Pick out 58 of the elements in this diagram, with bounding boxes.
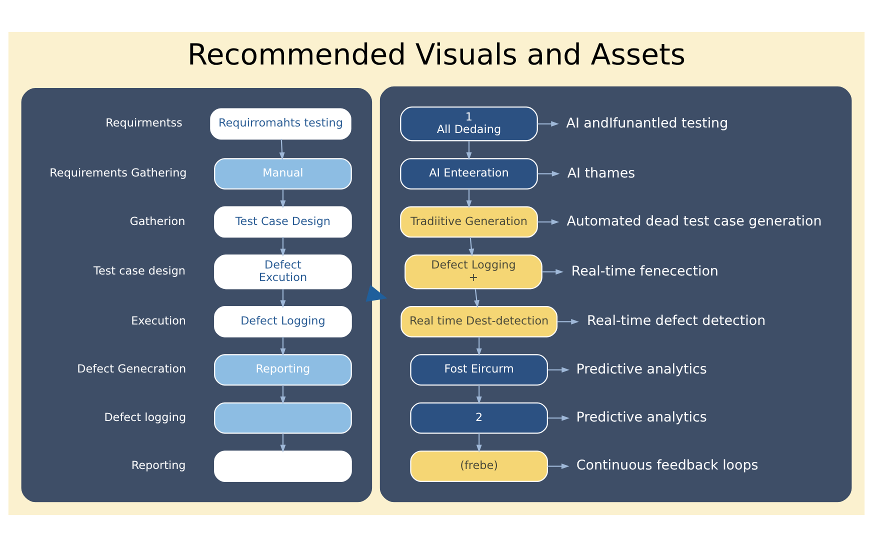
- arrow: [280, 236, 286, 256]
- node-label: Execution: [131, 314, 186, 327]
- arrow: [466, 188, 472, 208]
- arrow: [476, 432, 482, 452]
- node-label: Reporting: [131, 458, 186, 472]
- arrow: [279, 138, 285, 160]
- arrow: [280, 188, 286, 208]
- node-text: Real-time fenecection: [571, 264, 718, 279]
- arrow: [476, 336, 482, 356]
- node-text: Real-time defect detection: [587, 314, 766, 329]
- node-text: AI thames: [567, 166, 636, 181]
- node-text: Predictive analytics: [576, 410, 707, 426]
- node-label: Defect logging: [104, 410, 186, 424]
- node-box: Requirromahts testing: [210, 108, 352, 140]
- cluster: [21, 88, 372, 502]
- arrow: [476, 384, 482, 404]
- node-box: [214, 450, 352, 482]
- node-label: Defect Genecration: [77, 362, 186, 376]
- node-box: Defect Logging: [214, 306, 352, 337]
- node-box: 1 All Dedaing: [400, 106, 538, 141]
- arrow: [280, 336, 286, 356]
- arrow: [542, 268, 564, 274]
- node-box: Fost Eircurm: [410, 354, 548, 386]
- node-box: Defect Logging +: [404, 254, 542, 289]
- node-box: Manual: [214, 158, 352, 189]
- arrow: [538, 120, 559, 126]
- node-box: 2: [410, 402, 548, 434]
- node-label: Test case design: [94, 264, 186, 278]
- arrow: [538, 170, 560, 176]
- node-box: Reporting: [214, 354, 352, 386]
- node-label: Requirmentss: [106, 116, 182, 130]
- node-label: Gatherion: [130, 214, 186, 228]
- cluster: [380, 86, 852, 502]
- arrow: [366, 284, 388, 302]
- node-box: AI Enteeration: [400, 158, 538, 189]
- arrow: [466, 140, 472, 160]
- arrow: [280, 384, 286, 404]
- arrow: [547, 463, 570, 468]
- arrow: [280, 288, 286, 308]
- arrow: [538, 218, 560, 224]
- node-box: (frebe): [410, 450, 548, 482]
- node-box: Tradiitive Generation: [400, 206, 538, 238]
- node-text: AI andIfunantled testing: [566, 116, 728, 131]
- arrow: [548, 366, 570, 372]
- node-box: Defect Excution: [214, 254, 352, 289]
- diagram-title: Recommended Visuals and Assets: [187, 36, 686, 71]
- arrow: [474, 288, 480, 308]
- node-box: Real time Dest-detection: [400, 306, 558, 337]
- node-label: Requirements Gathering: [50, 166, 187, 180]
- arrow: [548, 414, 570, 420]
- node-text: Predictive analytics: [576, 362, 707, 377]
- node-text: Continuous feedback loops: [576, 458, 758, 474]
- arrow: [557, 318, 579, 324]
- node-box: Test Case Design: [214, 206, 352, 238]
- node-box: [214, 402, 352, 434]
- arrow: [280, 432, 286, 452]
- arrow: [468, 236, 474, 256]
- node-text: Automated dead test case generation: [566, 214, 822, 229]
